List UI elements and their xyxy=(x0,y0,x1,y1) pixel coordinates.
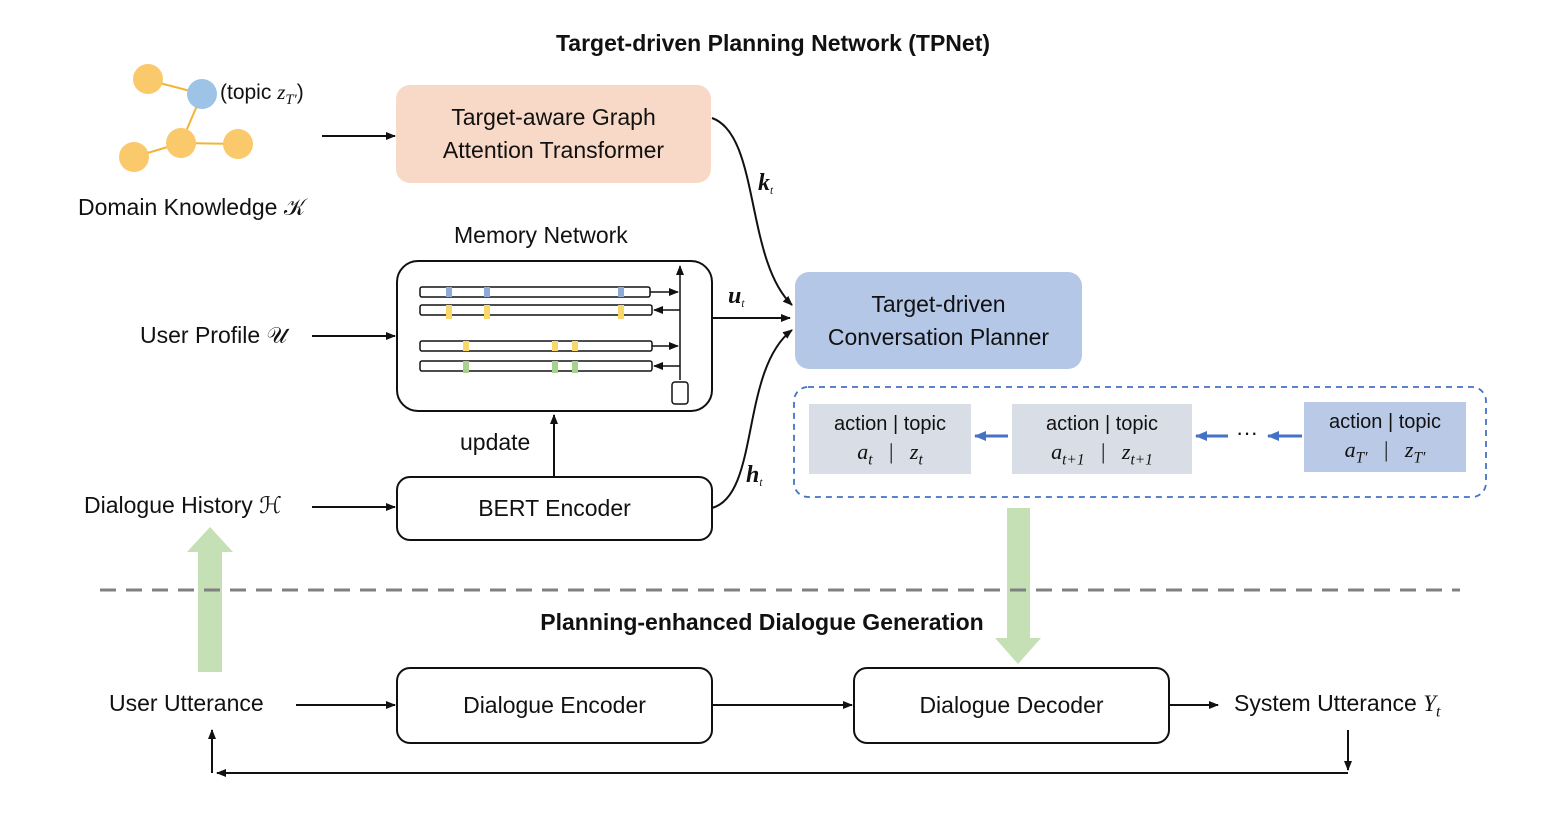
bottom-section-title: Planning-enhanced Dialogue Generation xyxy=(540,609,984,635)
plan-item-t: action | topic at | zt xyxy=(809,404,971,474)
dialogue-history-label: Dialogue History ℋ xyxy=(84,492,282,518)
target-topic-label: (topic zT′) xyxy=(220,80,304,109)
graph-node xyxy=(166,128,196,158)
user-utterance-label: User Utterance xyxy=(109,690,264,716)
h-signal-label: ht xyxy=(746,462,763,490)
green-arrow-down xyxy=(995,508,1041,664)
dialogue-encoder-label: Dialogue Encoder xyxy=(463,692,646,718)
planner-line2: Conversation Planner xyxy=(827,323,1050,350)
bert-encoder-box: BERT Encoder xyxy=(396,476,713,541)
green-arrow-up xyxy=(187,527,233,672)
system-utterance-label: System Utterance Yt xyxy=(1234,690,1441,721)
graph-node xyxy=(223,129,253,159)
plan-item-head: action | topic xyxy=(1046,413,1158,435)
plan-item-t-plus-1: action | topic at+1 | zt+1 xyxy=(1012,404,1192,474)
graph-transformer-line1: Target-aware Graph xyxy=(451,104,656,130)
u-signal-label: ut xyxy=(728,283,745,311)
plan-container xyxy=(793,386,1487,498)
target-topic-node xyxy=(187,79,217,109)
domain-knowledge-label: Domain Knowledge 𝒦 xyxy=(78,194,306,220)
graph-node xyxy=(119,142,149,172)
planner-line1: Target-driven xyxy=(871,290,1006,317)
graph-transformer-line2: Attention Transformer xyxy=(442,137,665,163)
update-label: update xyxy=(460,429,531,455)
graph-node xyxy=(133,64,163,94)
dialogue-encoder-box: Dialogue Encoder xyxy=(396,667,713,744)
dialogue-decoder-box: Dialogue Decoder xyxy=(853,667,1170,744)
k-signal-label: kt xyxy=(758,170,774,198)
memory-network-title: Memory Network xyxy=(454,222,628,248)
memory-network-box xyxy=(396,260,713,412)
arrow-k xyxy=(711,117,793,306)
memory-slots xyxy=(419,265,689,405)
arrow-h xyxy=(711,329,793,509)
plan-item-head: action | topic xyxy=(834,413,946,435)
top-section-title: Target-driven Planning Network (TPNet) xyxy=(555,30,991,56)
knowledge-graph xyxy=(119,64,253,172)
dialogue-decoder-label: Dialogue Decoder xyxy=(919,692,1104,718)
user-profile-label: User Profile 𝒰 xyxy=(140,322,288,348)
plan-item-head: action | topic xyxy=(1329,411,1441,433)
bert-encoder-label: BERT Encoder xyxy=(478,495,631,521)
plan-ellipsis: ··· xyxy=(1236,420,1258,445)
plan-item-target: action | topic aT′ | zT′ xyxy=(1304,402,1466,472)
